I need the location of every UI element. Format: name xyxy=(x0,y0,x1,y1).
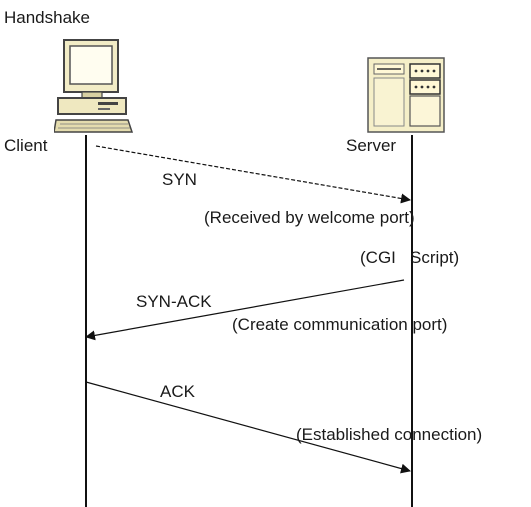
syn-ack-label: SYN-ACK xyxy=(136,292,212,311)
syn-ack-arrow xyxy=(85,279,405,341)
computer-icon xyxy=(54,39,134,133)
note-received-by-welcome-port: (Received by welcome port) xyxy=(204,208,415,227)
client-label: Client xyxy=(4,136,48,155)
diagram-title: Handshake xyxy=(4,8,91,27)
ack-label: ACK xyxy=(160,382,195,401)
note-create-communication-port: (Create communication port) xyxy=(232,315,448,334)
ack-arrow xyxy=(85,381,411,474)
note-established-connection: (Established connection) xyxy=(296,425,483,444)
syn-label: SYN xyxy=(162,170,197,189)
note-cgi-script: (CGI Script) xyxy=(360,248,460,267)
server-icon xyxy=(367,57,445,133)
server-label: Server xyxy=(346,136,397,155)
syn-arrow xyxy=(95,145,411,204)
